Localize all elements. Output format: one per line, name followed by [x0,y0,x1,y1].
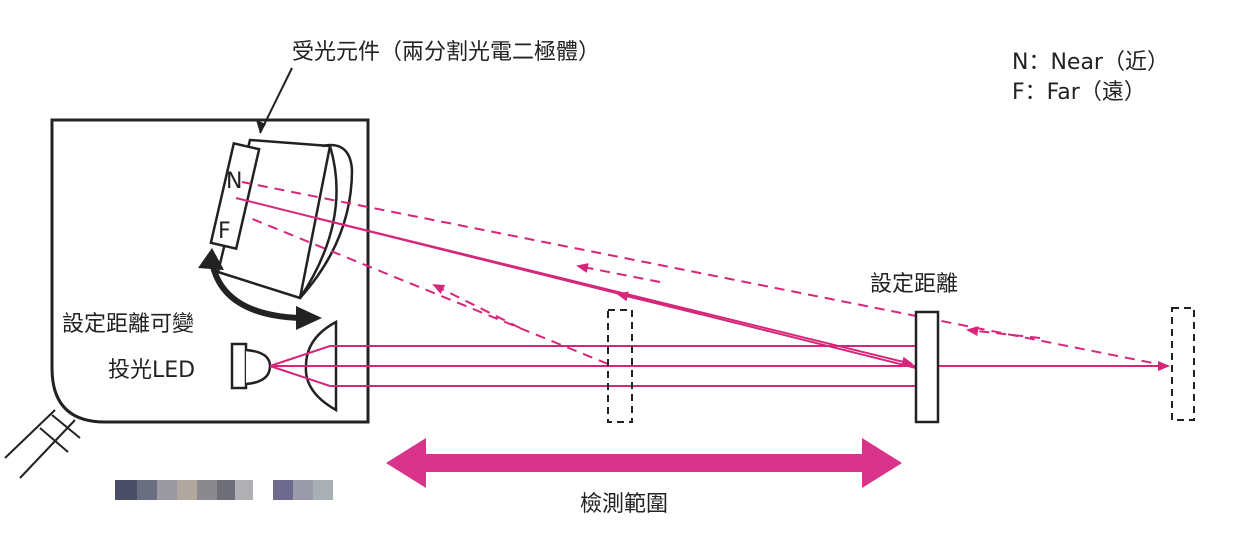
receiver-label: 受光元件（兩分割光電二極體） [292,40,601,65]
led-emitter [230,342,272,390]
emitted-beam [269,345,1170,387]
reflected-beam-set-distance [235,197,917,369]
rotation-arrow-icon [198,248,322,330]
far-mark: F [218,219,231,244]
target-set-distance [914,310,940,424]
near-mark: N [226,169,242,194]
detection-range-arrow-icon [386,438,902,488]
reflected-beam-near-far [241,181,1169,367]
legend-near: N：Near（近） [1012,50,1169,75]
photodiode [209,141,261,251]
variable-distance-label: 設定距離可變 [62,312,195,337]
target-far [1171,307,1195,421]
emitter-label: 投光LED [108,358,196,383]
receiver-pointer-line [259,67,293,134]
target-near [607,309,633,423]
legend-far: F：Far（遠） [1012,80,1146,105]
cable [4,409,81,479]
set-distance-label: 設定距離 [870,272,959,297]
detection-range-label: 檢測範圍 [580,492,669,517]
blurred-text [115,480,333,500]
